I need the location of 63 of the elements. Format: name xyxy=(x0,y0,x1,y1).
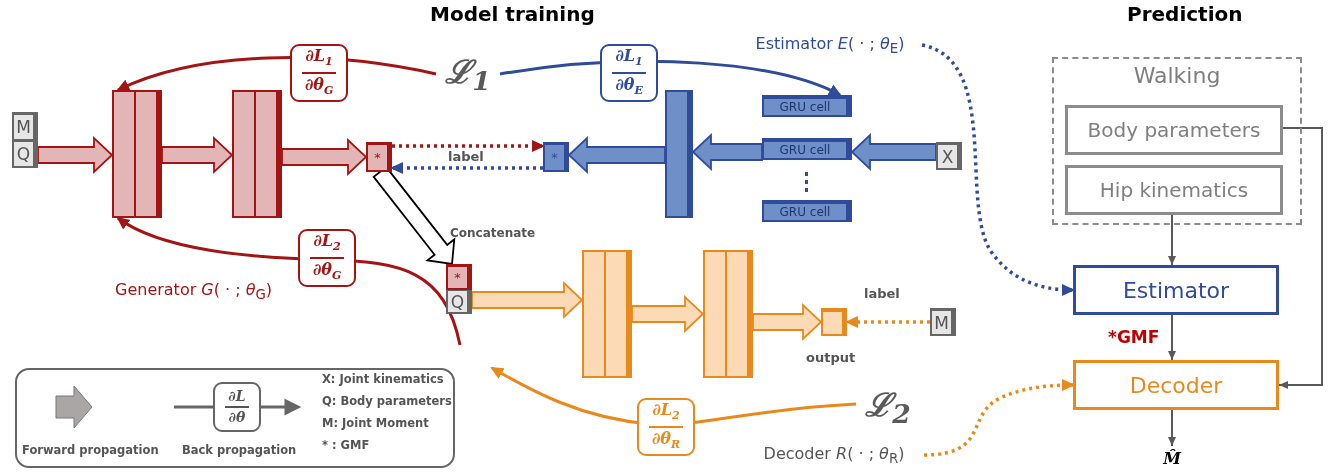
block-arrow xyxy=(752,302,823,342)
block-arrow xyxy=(37,135,114,175)
data-cube: M xyxy=(930,308,956,336)
block-arrow xyxy=(691,132,763,172)
dotted-arrow xyxy=(921,43,1075,296)
function-label: Generator G( · ; θ$_{G}$) xyxy=(115,280,273,303)
legend-label: Forward propagation xyxy=(22,443,159,457)
dotted-arrow xyxy=(392,140,545,152)
legend-key-text: Q: Body parameters xyxy=(322,394,452,408)
caption-text: output xyxy=(806,350,856,365)
gru-cell: GRU cell xyxy=(762,95,852,117)
arrow xyxy=(116,216,462,346)
section-heading: Prediction xyxy=(1127,2,1243,26)
gradient-label: ∂L$_{1}$ ∂θ$_{E}$ xyxy=(600,44,658,102)
network-layer xyxy=(703,250,753,378)
loss-symbol: ℒ$_{2}$ xyxy=(856,383,920,429)
data-cube: * xyxy=(543,142,569,172)
caption-text: Concatenate xyxy=(450,226,536,240)
node-label: Q xyxy=(16,144,31,164)
output-cube xyxy=(821,308,847,336)
gradient-label: ∂L$_{1}$ ∂θ$_{G}$ xyxy=(290,44,348,102)
arrow xyxy=(1168,314,1176,361)
edge-label: label xyxy=(862,286,902,301)
section-heading: Model training xyxy=(430,2,595,26)
process-box: Body parameters xyxy=(1065,105,1283,155)
network-layer xyxy=(665,90,693,218)
network-layer xyxy=(582,250,632,378)
block-arrow xyxy=(631,294,705,334)
process-box: Estimator xyxy=(1073,265,1279,315)
gru-cell: GRU cell xyxy=(762,138,852,160)
dotted-arrow xyxy=(845,316,930,328)
gradient-label: ∂L$_{2}$ ∂θ$_{G}$ xyxy=(298,229,356,287)
arrow xyxy=(1278,127,1323,389)
dotted-arrow xyxy=(923,379,1075,457)
arrow xyxy=(490,366,857,427)
gradient-label: ∂L ∂θ xyxy=(213,382,261,432)
dashed-group-box xyxy=(1052,57,1302,225)
process-box: Hip kinematics xyxy=(1065,165,1283,215)
edge-label: label xyxy=(446,149,486,164)
legend-key-text: * : GMF xyxy=(322,438,370,452)
output-symbol: M̂ xyxy=(1152,446,1192,470)
legend-label: Back propagation xyxy=(182,443,297,457)
block-arrow xyxy=(850,132,937,172)
block-arrow xyxy=(161,135,234,175)
network-layer xyxy=(112,90,162,218)
data-cube: X xyxy=(936,142,962,170)
data-cube: * xyxy=(366,142,392,172)
block-arrow xyxy=(471,280,584,320)
legend-key-text: X: Joint kinematics xyxy=(322,372,444,386)
block-arrow xyxy=(281,137,368,177)
block-arrow xyxy=(567,135,666,175)
gru-cell: GRU cell xyxy=(762,200,852,222)
function-label: Decoder R( · ; θ$_{R}$) xyxy=(744,441,924,469)
function-label: Estimator E( · ; θ$_{E}$) xyxy=(738,31,922,59)
network-layer xyxy=(232,90,282,218)
process-box: Decoder xyxy=(1073,360,1279,410)
arrow xyxy=(1168,409,1176,447)
loss-symbol: ℒ$_{1}$ xyxy=(436,50,500,96)
legend-key-text: M: Joint Moment xyxy=(322,416,429,430)
group-title: Walking xyxy=(1133,63,1221,88)
gradient-label: ∂L$_{2}$ ∂θ$_{R}$ xyxy=(637,398,695,456)
node-label: Q xyxy=(450,291,465,312)
dotted-arrow xyxy=(390,162,543,174)
